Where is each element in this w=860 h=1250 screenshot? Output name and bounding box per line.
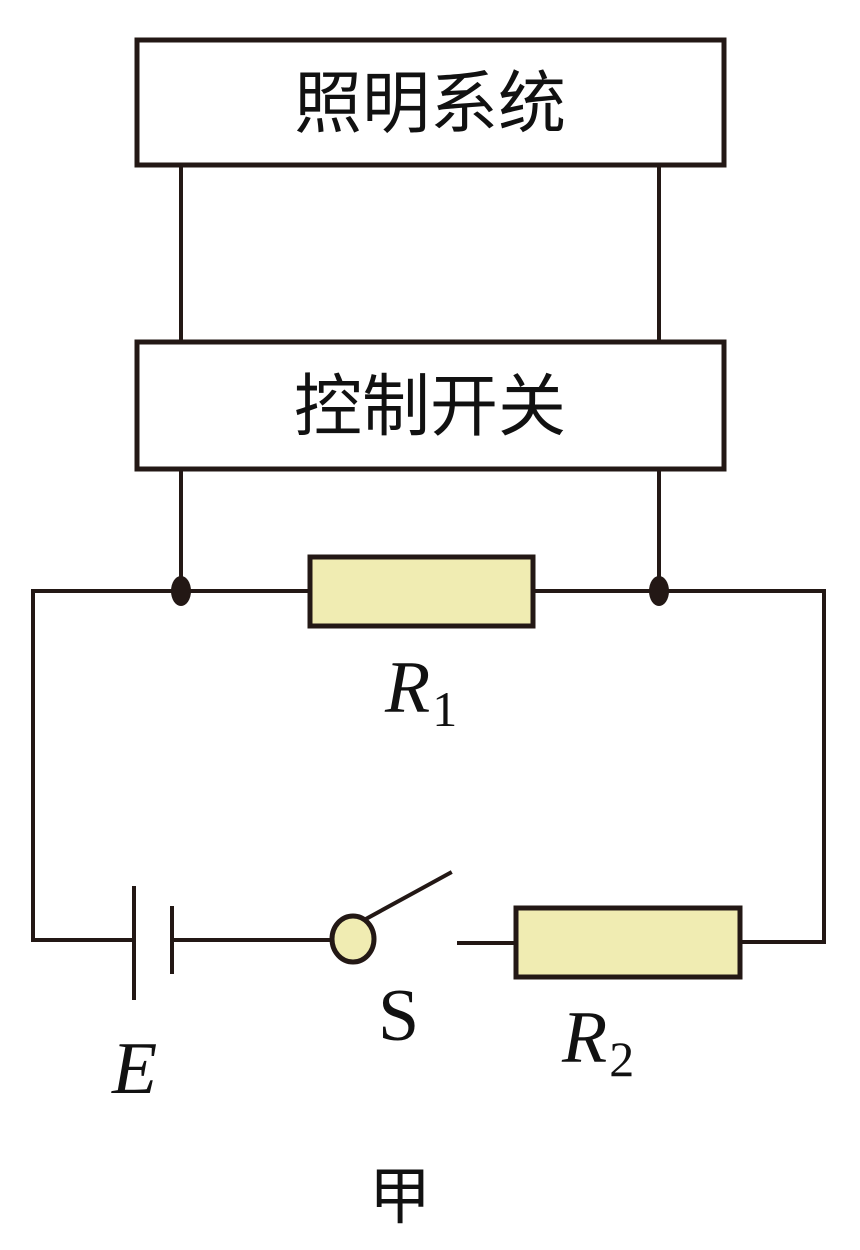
resistor-r2-label: R2 bbox=[561, 997, 634, 1087]
resistor-r2: R2 bbox=[513, 905, 743, 1087]
resistor-r2-body bbox=[513, 905, 743, 980]
junction-right bbox=[649, 576, 669, 606]
wire-top-right bbox=[531, 589, 826, 944]
control-switch-box bbox=[134, 339, 727, 472]
switch-s: S bbox=[329, 870, 516, 1057]
lighting-system-block: 照明系统 bbox=[134, 37, 727, 168]
resistor-r1-body bbox=[307, 554, 536, 629]
lighting-system-box bbox=[134, 37, 727, 168]
junction-left bbox=[171, 576, 191, 606]
switch-label: S bbox=[378, 975, 419, 1057]
lighting-system-label: 照明系统 bbox=[294, 65, 566, 144]
control-switch-block: 控制开关 bbox=[134, 339, 727, 472]
figure-caption: 甲 bbox=[369, 1160, 431, 1233]
battery-e: E bbox=[31, 886, 334, 1110]
wire-top-left bbox=[31, 589, 310, 942]
switch-lever bbox=[361, 870, 453, 923]
control-switch-label: 控制开关 bbox=[294, 368, 566, 447]
resistor-r1: R1 bbox=[307, 554, 536, 737]
switch-pivot bbox=[329, 913, 377, 965]
battery-label: E bbox=[111, 1028, 157, 1110]
resistor-r1-label: R1 bbox=[384, 647, 457, 737]
